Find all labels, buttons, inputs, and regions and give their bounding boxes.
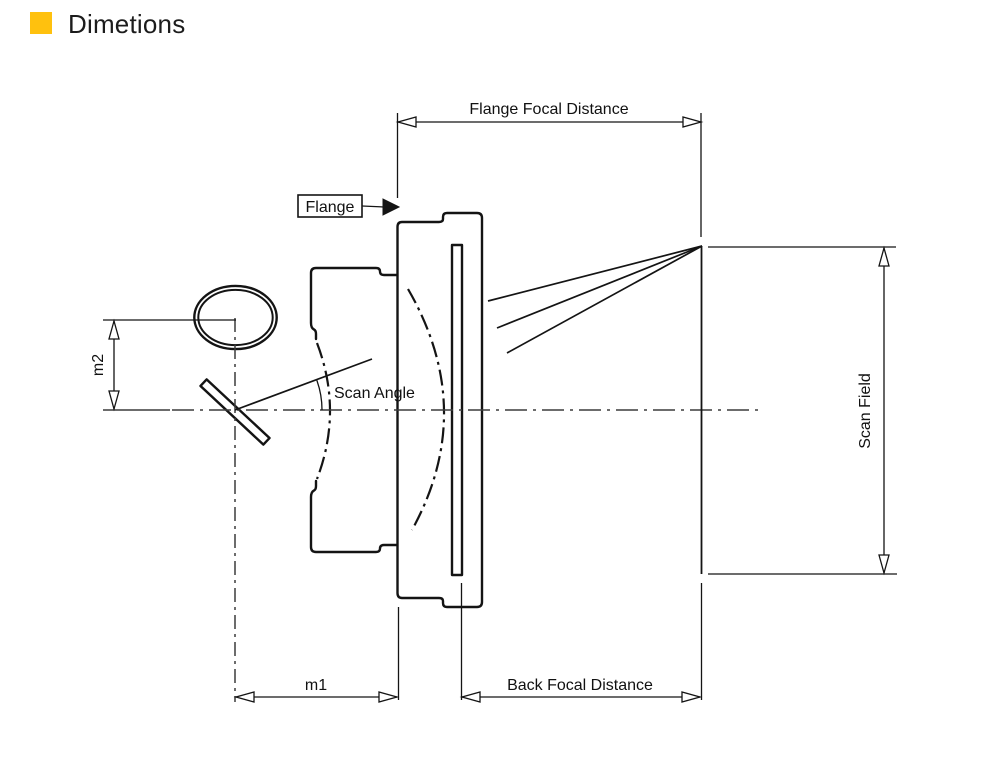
scan-ray-middle bbox=[496, 245, 703, 329]
m2-arrow-top bbox=[108, 318, 120, 340]
flange-leader-line bbox=[361, 205, 385, 208]
flange-leader-arrow bbox=[382, 198, 401, 216]
scan-rays bbox=[487, 245, 703, 354]
m2-arrow-bottom bbox=[108, 390, 120, 412]
ffd-label: Flange Focal Distance bbox=[469, 101, 628, 118]
page-title: Dimetions bbox=[68, 9, 186, 39]
ffd-arrow-left bbox=[395, 116, 417, 128]
bfd-arrow-right bbox=[681, 691, 703, 703]
m2-dimension: m2 bbox=[90, 318, 236, 412]
m2-label: m2 bbox=[90, 354, 107, 376]
scan-angle-label: Scan Angle bbox=[334, 385, 415, 402]
scan-field-label: Scan Field bbox=[857, 373, 874, 449]
rear-housing-bottom-profile bbox=[309, 479, 399, 554]
scan-angle-arc bbox=[316, 379, 323, 411]
ffd-arrow-right bbox=[682, 116, 704, 128]
bfd-label: Back Focal Distance bbox=[507, 677, 653, 694]
scan-field-arrow-top bbox=[878, 245, 890, 267]
scan-field-dimension: Scan Field bbox=[708, 245, 897, 576]
scan-angle-ray bbox=[234, 358, 373, 411]
m1-label: m1 bbox=[305, 677, 327, 694]
m1-arrow-left bbox=[233, 691, 255, 703]
flange-label: Flange bbox=[306, 199, 355, 216]
flange-callout: Flange bbox=[297, 194, 401, 218]
lens-surface-arc-1 bbox=[315, 342, 332, 480]
m1-dimension: m1 bbox=[233, 607, 400, 703]
scan-ray-upper bbox=[487, 245, 703, 302]
title-bullet-square bbox=[30, 12, 52, 34]
scan-ray-lower bbox=[506, 245, 703, 354]
scan-field-arrow-bottom bbox=[878, 554, 890, 576]
flange-focal-distance-dimension: Flange Focal Distance bbox=[395, 101, 704, 237]
rear-housing-top-profile bbox=[309, 266, 399, 341]
bfd-arrow-left bbox=[459, 691, 481, 703]
back-focal-distance-dimension: Back Focal Distance bbox=[459, 583, 703, 703]
m1-arrow-right bbox=[378, 691, 400, 703]
header: Dimetions bbox=[0, 0, 1000, 50]
title-bullet bbox=[30, 12, 52, 34]
